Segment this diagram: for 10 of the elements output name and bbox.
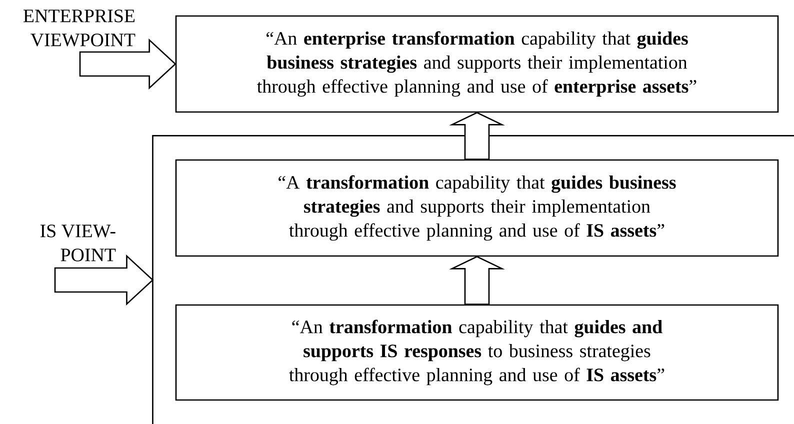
block-arrow <box>449 112 505 160</box>
region-frame <box>152 135 794 424</box>
viewpoint-label: ENTERPRISE VIEWPOINT <box>24 10 136 46</box>
definition-box: “A transformation capability that guides business strategies and supports their implementation through effective planning and use of IS assets” <box>175 159 779 257</box>
definition-box: “An transformation capability that guides and supports IS responses to business strategies through effective planning and use of IS assets” <box>175 304 779 401</box>
block-arrow <box>79 38 176 90</box>
block-arrow <box>449 256 505 305</box>
viewpoint-label: IS VIEW- POINT <box>40 224 116 262</box>
definition-box: “An enterprise transformation capability that guides business strategies and supports their implementation through effective planning and use of enterprise assets” <box>175 15 779 113</box>
block-arrow <box>54 254 154 306</box>
